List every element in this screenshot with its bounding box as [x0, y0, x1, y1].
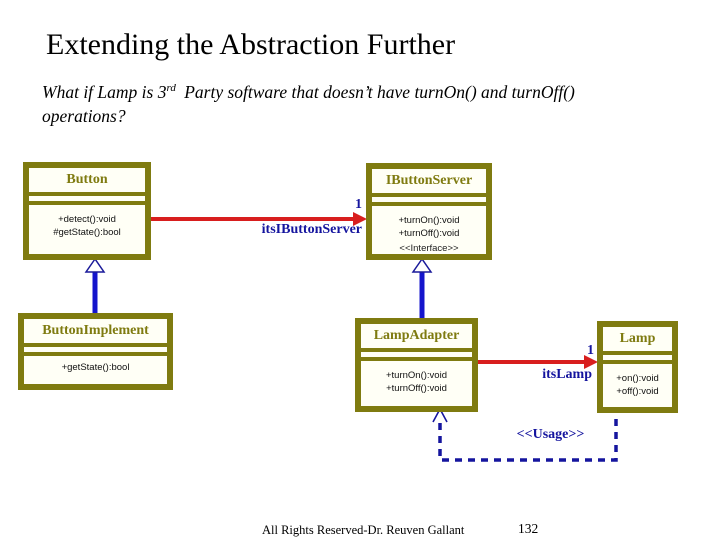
operations-compartment: +turnOn():void +turnOff():void [361, 361, 472, 406]
operations-compartment: +getState():bool [24, 356, 167, 384]
class-box-lampadapter: LampAdapter +turnOn():void +turnOff():vo… [355, 318, 478, 412]
attributes-compartment [29, 196, 145, 201]
attributes-compartment [361, 352, 472, 357]
operations-compartment: +turnOn():void +turnOff():void <<Interfa… [372, 206, 486, 254]
class-title-buttonimplement: ButtonImplement [24, 319, 167, 343]
multiplicity-its-ibuttonserver: 1 [355, 197, 362, 212]
interface-stereotype: <<Interface>> [399, 243, 459, 254]
attributes-compartment [372, 197, 486, 202]
role-label-its-ibuttonserver: itsIButtonServer [261, 222, 362, 237]
class-box-button: Button +detect():void #getState():bool [23, 162, 151, 260]
operation: +turnOff():void [386, 383, 447, 394]
attributes-compartment [24, 347, 167, 352]
operation: +detect():void [58, 214, 116, 225]
attributes-compartment [603, 355, 672, 360]
subtitle-line2: operations? [42, 105, 126, 126]
class-box-ibuttonserver: IButtonServer +turnOn():void +turnOff():… [366, 163, 492, 260]
class-box-buttonimplement: ButtonImplement +getState():bool [18, 313, 173, 390]
operation: +turnOn():void [398, 215, 460, 226]
operations-compartment: +on():void +off():void [603, 364, 672, 407]
operation: +getState():bool [61, 362, 130, 373]
generalization-triangle-ibuttonserver [411, 257, 433, 273]
operation: +turnOff():void [398, 228, 460, 239]
operation: +on():void [616, 373, 659, 384]
slide-subtitle: What if Lamp is 3rd Party software that … [42, 76, 682, 128]
ordinal-superscript: rd [166, 82, 176, 94]
usage-stereotype-label: <<Usage>> [516, 427, 585, 442]
slide-title: Extending the Abstraction Further [46, 28, 456, 61]
multiplicity-its-lamp: 1 [587, 343, 594, 358]
role-label-its-lamp: itsLamp [542, 367, 592, 382]
operation: +off():void [616, 386, 659, 397]
class-title-button: Button [29, 168, 145, 192]
page-number: 132 [518, 521, 539, 536]
operation: +turnOn():void [386, 370, 447, 381]
class-title-lamp: Lamp [603, 327, 672, 351]
operations-compartment: +detect():void #getState():bool [29, 205, 145, 254]
copyright-footer: All Rights Reserved-Dr. Reuven Gallant [262, 523, 465, 537]
subtitle-line1: What if Lamp is 3rd Party software that … [42, 81, 575, 102]
class-title-lampadapter: LampAdapter [361, 324, 472, 348]
operation: #getState():bool [53, 227, 121, 238]
class-box-lamp: Lamp +on():void +off():void [597, 321, 678, 413]
class-title-ibuttonserver: IButtonServer [372, 169, 486, 193]
generalization-triangle-button [84, 257, 106, 273]
